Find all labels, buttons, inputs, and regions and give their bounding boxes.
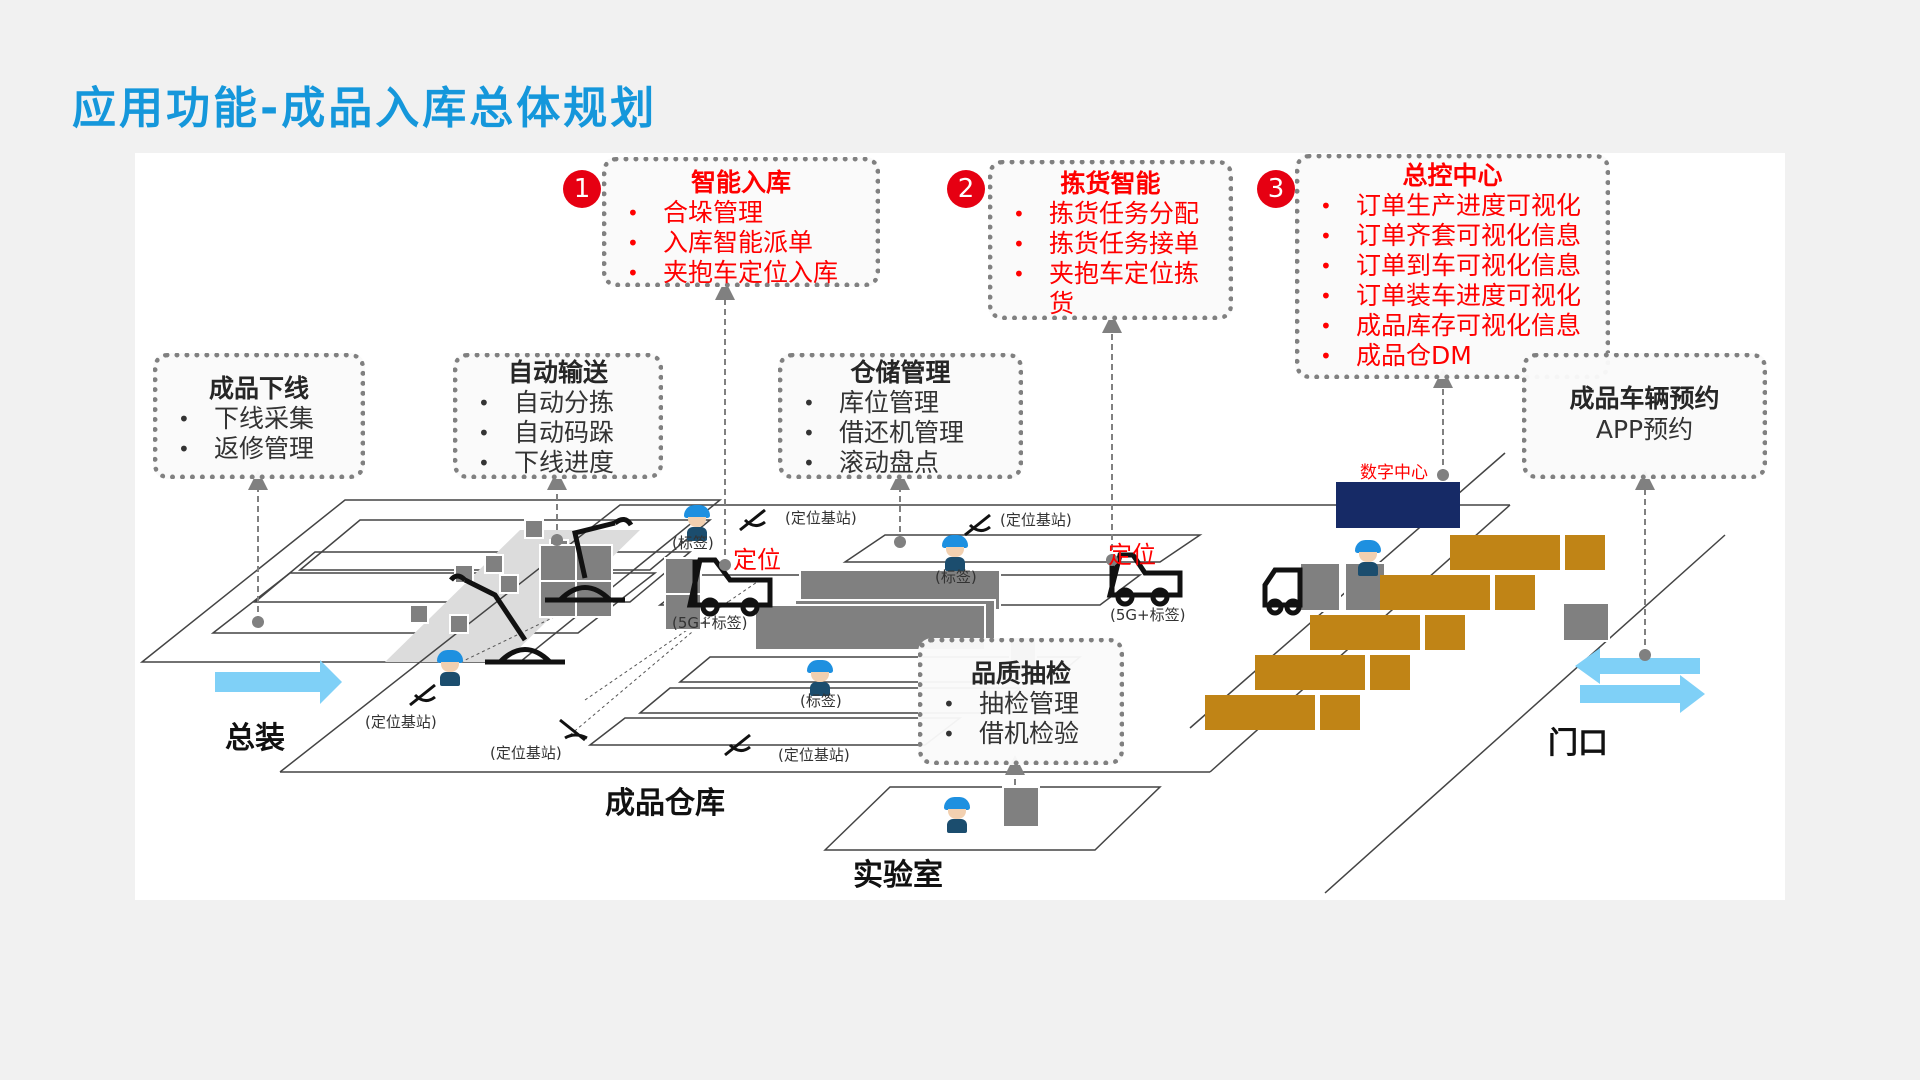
base-station-label: (定位基站) [778, 746, 850, 764]
smart-inbound-box: 智能入库 合垛管理 入库智能派单 夹抱车定位入库 [602, 157, 880, 288]
tag-label: (标签) [800, 692, 842, 710]
list-item: 夹抱车定位入库 [621, 258, 875, 288]
box-title: 成品车辆预约 [1569, 384, 1720, 413]
list-item: 订单齐套可视化信息 [1314, 221, 1605, 251]
area-label-warehouse: 成品仓库 [605, 786, 725, 821]
area-label-gate: 门口 [1548, 726, 1608, 761]
worker-icon [942, 797, 972, 835]
worker-icon [805, 660, 835, 698]
list-item: 入库智能派单 [621, 228, 875, 258]
dashboard-screen-icon [1336, 482, 1460, 528]
offline-box: 成品下线 下线采集 返修管理 [153, 353, 365, 479]
box-title: 仓储管理 [850, 358, 951, 387]
truck-icon [1205, 535, 1605, 730]
arrow-icon [215, 648, 1705, 713]
worker-icon [940, 535, 970, 573]
list-item: 抽检管理 [937, 689, 1119, 719]
box-title: 总控中心 [1402, 161, 1503, 190]
list-item: 借机检验 [937, 719, 1119, 749]
storage-box: 仓储管理 库位管理 借还机管理 滚动盘点 [778, 353, 1023, 479]
picking-box: 拣货智能 拣货任务分配 拣货任务接单 夹抱车定位拣货 [988, 160, 1233, 320]
step-badge-2: 2 [947, 170, 985, 208]
list-item: 成品库存可视化信息 [1314, 311, 1605, 341]
list-item: 订单到车可视化信息 [1314, 251, 1605, 281]
list-item: 返修管理 [172, 434, 360, 464]
control-center-box: 总控中心 订单生产进度可视化 订单齐套可视化信息 订单到车可视化信息 订单装车进… [1295, 154, 1610, 379]
list-item: 合垛管理 [621, 198, 875, 228]
box-title: 成品下线 [208, 374, 309, 403]
forklift-tag-label: (5G+标签) [672, 614, 748, 632]
data-center-label: 数字中心 [1360, 463, 1428, 483]
base-station-label: (定位基站) [490, 744, 562, 762]
robot-arm-icon [449, 517, 634, 665]
step-badge-3: 3 [1257, 170, 1295, 208]
list-item: 拣货任务分配 [1007, 199, 1228, 229]
worker-icon [682, 505, 712, 543]
box-title: 智能入库 [690, 168, 791, 197]
list-item: 订单生产进度可视化 [1314, 191, 1605, 221]
step-badge-1: 1 [563, 170, 601, 208]
lab-floor [823, 786, 1162, 851]
list-item: 自动分拣 [472, 388, 658, 418]
base-station-label: (定位基站) [785, 509, 857, 527]
forklift-tag-label: (5G+标签) [1110, 606, 1186, 624]
box-subtitle: APP预约 [1595, 415, 1694, 444]
list-item: 成品仓DM [1314, 341, 1605, 371]
list-item: 借还机管理 [797, 418, 1018, 448]
box-title: 品质抽检 [970, 659, 1071, 688]
area-label-assembly: 总装 [225, 721, 285, 756]
worker-icon [1353, 540, 1383, 578]
tag-label: (标签) [935, 568, 977, 586]
vehicle-booking-box: 成品车辆预约 APP预约 [1522, 353, 1767, 479]
area-label-lab: 实验室 [853, 858, 943, 893]
list-item: 库位管理 [797, 388, 1018, 418]
worker-icon [435, 650, 465, 688]
list-item: 自动码跺 [472, 418, 658, 448]
list-item: 夹抱车定位拣货 [1007, 259, 1199, 319]
base-station-label: (定位基站) [1000, 511, 1072, 529]
locate-label: 定位 [733, 546, 781, 574]
list-item: 下线进度 [472, 448, 658, 478]
locate-label: 定位 [1108, 541, 1156, 569]
quality-box: 品质抽检 抽检管理 借机检验 [918, 638, 1124, 765]
list-item: 拣货任务接单 [1007, 229, 1228, 259]
box-title: 自动输送 [507, 358, 608, 387]
box-title: 拣货智能 [1060, 169, 1161, 198]
tag-label: (标签) [672, 534, 714, 552]
list-item: 下线采集 [172, 404, 360, 434]
base-station-label: (定位基站) [365, 713, 437, 731]
list-item: 订单装车进度可视化 [1314, 281, 1605, 311]
conveying-box: 自动输送 自动分拣 自动码跺 下线进度 [453, 353, 663, 479]
page-title: 应用功能-成品入库总体规划 [72, 83, 658, 134]
base-station-icon [409, 508, 991, 757]
list-item: 滚动盘点 [797, 448, 1018, 478]
